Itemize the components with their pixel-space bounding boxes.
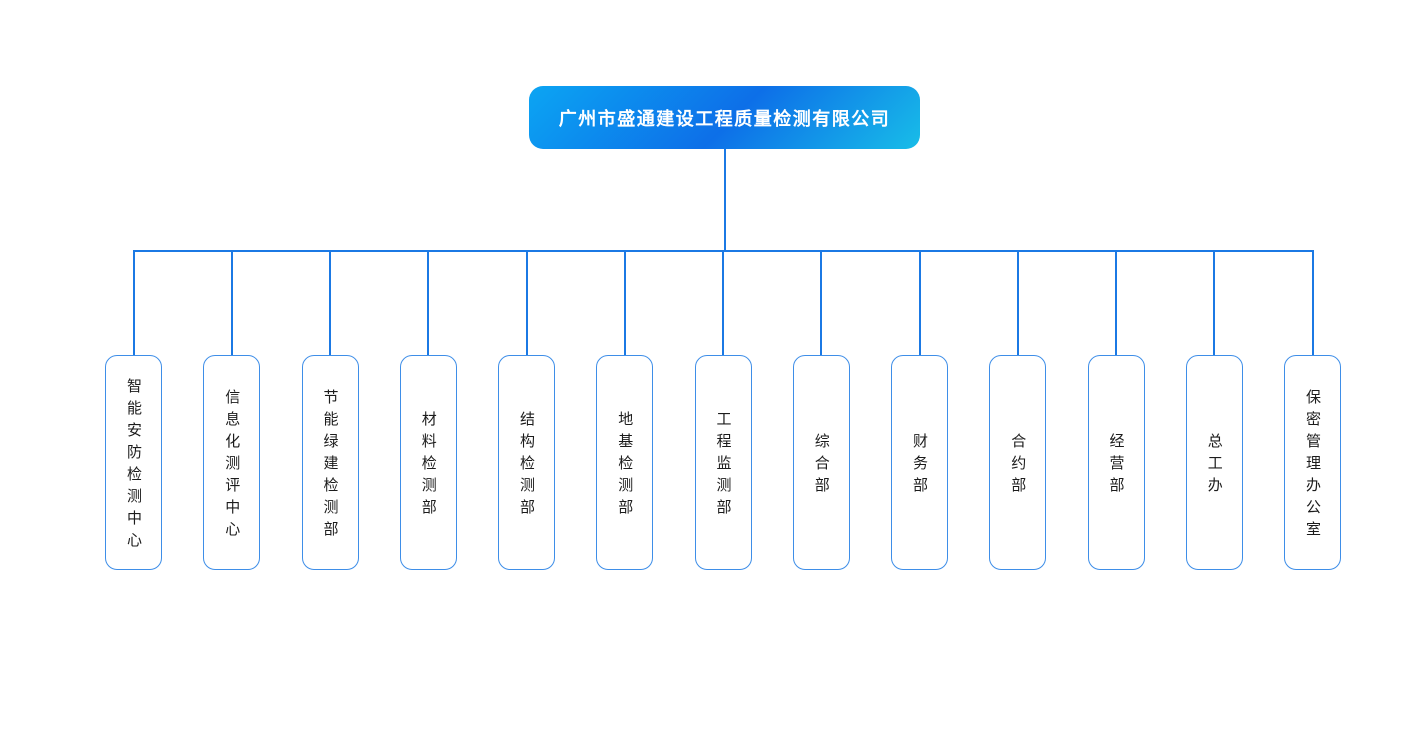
- department-cell: 保密管理办公室: [1284, 250, 1341, 570]
- connector-drop: [329, 250, 331, 355]
- department-box: 智能安防检测中心: [105, 355, 162, 570]
- connector-drop: [1311, 250, 1314, 355]
- department-label: 材料检测部: [419, 411, 437, 521]
- department-box: 合约部: [989, 355, 1047, 570]
- department-label: 总工办: [1205, 433, 1223, 499]
- connector-stem: [723, 149, 726, 251]
- department-cell: 工程监测部: [694, 250, 752, 570]
- department-cell: 节能绿建检测部: [301, 250, 359, 570]
- connector-drop: [132, 250, 135, 355]
- department-label: 保密管理办公室: [1304, 389, 1321, 543]
- department-label: 综合部: [812, 433, 830, 499]
- department-box: 材料检测部: [399, 355, 457, 570]
- department-box: 财务部: [891, 355, 948, 570]
- department-label: 信息化测评中心: [223, 389, 241, 543]
- department-label: 结构检测部: [518, 411, 535, 521]
- department-box: 经营部: [1087, 355, 1145, 570]
- department-cell: 总工办: [1185, 250, 1243, 570]
- department-cell: 地基检测部: [596, 250, 654, 570]
- department-cell: 材料检测部: [399, 250, 457, 570]
- connector-drop: [918, 250, 921, 355]
- department-cell: 财务部: [891, 250, 948, 570]
- department-box: 结构检测部: [498, 355, 555, 570]
- department-box: 工程监测部: [694, 355, 752, 570]
- department-box: 保密管理办公室: [1284, 355, 1341, 570]
- department-label: 地基检测部: [616, 411, 634, 521]
- department-cell: 经营部: [1087, 250, 1145, 570]
- connector-drop: [1213, 250, 1216, 355]
- department-cell: 智能安防检测中心: [105, 250, 162, 570]
- department-cell: 综合部: [792, 250, 850, 570]
- connector-drop: [230, 250, 233, 355]
- company-name: 广州市盛通建设工程质量检测有限公司: [558, 108, 891, 129]
- department-label: 智能安防检测中心: [125, 378, 142, 554]
- department-box: 节能绿建检测部: [301, 355, 359, 570]
- department-cell: 合约部: [989, 250, 1047, 570]
- department-row: 智能安防检测中心 信息化测评中心 节能绿建检测部 材料检测部 结构检测部: [105, 250, 1341, 570]
- connector-drop: [623, 250, 626, 355]
- department-box: 地基检测部: [596, 355, 654, 570]
- connector-drop: [722, 250, 724, 355]
- company-root-node: 广州市盛通建设工程质量检测有限公司: [529, 86, 920, 149]
- department-box: 综合部: [792, 355, 850, 570]
- department-label: 合约部: [1009, 433, 1027, 499]
- department-label: 财务部: [911, 433, 928, 499]
- connector-drop: [820, 250, 823, 355]
- department-label: 经营部: [1107, 433, 1125, 499]
- connector-drop: [1016, 250, 1019, 355]
- connector-drop: [427, 250, 430, 355]
- department-label: 工程监测部: [714, 411, 732, 521]
- department-box: 总工办: [1185, 355, 1243, 570]
- department-box: 信息化测评中心: [203, 355, 261, 570]
- department-label: 节能绿建检测部: [321, 389, 339, 543]
- department-cell: 结构检测部: [498, 250, 555, 570]
- connector-drop: [525, 250, 528, 355]
- connector-drop: [1115, 250, 1117, 355]
- department-cell: 信息化测评中心: [203, 250, 261, 570]
